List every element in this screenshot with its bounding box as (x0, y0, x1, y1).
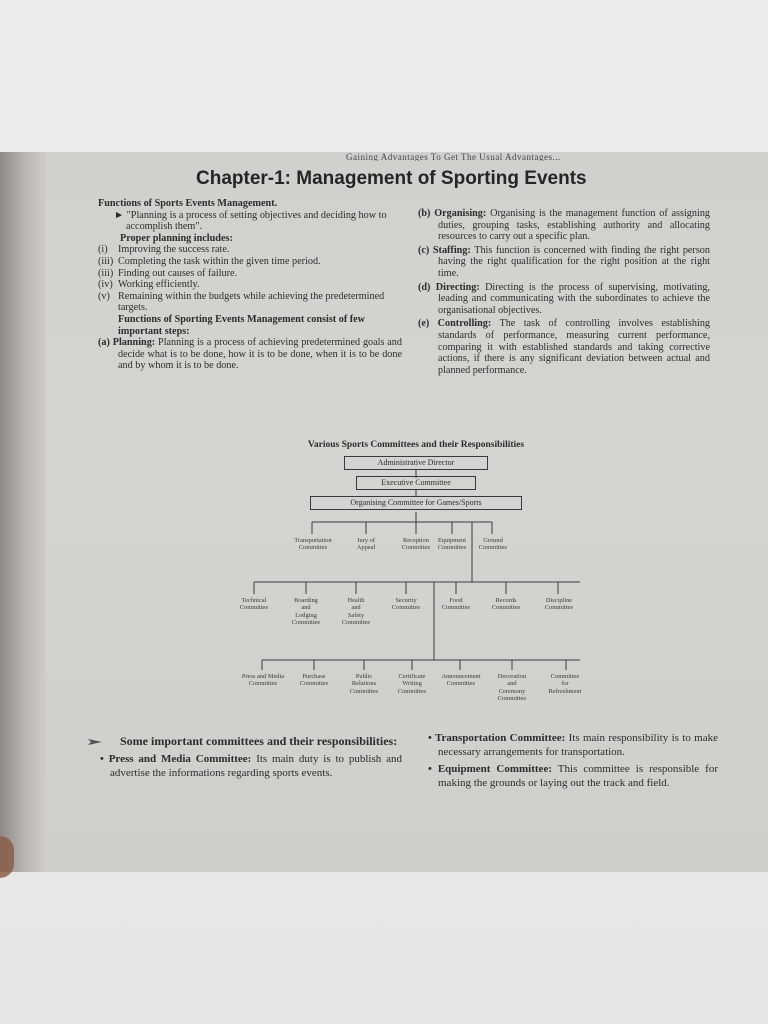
planning-list: (i)Improving the success rate. (iii)Comp… (98, 244, 402, 314)
controlling-paragraph: (e) Controlling: The task of controlling… (418, 318, 711, 376)
ground-committee-node: Ground Committee (478, 537, 508, 552)
press-media-committee-node: Press and Media Committee (241, 673, 285, 688)
technical-committee-node: Technical Committee (239, 597, 269, 612)
certificate-writing-committee-node: Certificate Writing Committee (397, 673, 427, 695)
running-head: Gaining Advantages To Get The Usual Adva… (346, 152, 561, 161)
reception-committee-node: Reception Committee (401, 537, 431, 552)
arrow-icon (88, 739, 102, 745)
bottom-left-section: Some important committees and their resp… (88, 734, 402, 780)
equipment-bullet: • Equipment Committee: This committee is… (428, 763, 719, 789)
functions-steps-heading: Functions of Sporting Events Management … (118, 313, 366, 337)
committees-heading: Some important committees and their resp… (120, 734, 398, 748)
committees-heading-wrap: Some important committees and their resp… (88, 734, 402, 749)
directing-paragraph: (d) Directing: Directing is the process … (418, 281, 710, 316)
records-committee-node: Records Committee (491, 597, 521, 612)
list-item: (i)Improving the success rate. (98, 244, 230, 256)
proper-planning-subheading: Proper planning includes: (120, 232, 233, 244)
org-chart-title: Various Sports Committees and their Resp… (307, 440, 525, 450)
administrative-director-box: Administrative Director (344, 456, 488, 470)
transportation-committee-node: Transportation Committee (294, 537, 332, 552)
list-item: (iii)Finding out causes of failure. (98, 267, 238, 279)
list-item: (iv)Working efficiently. (98, 279, 200, 291)
functions-heading: Functions of Sports Events Management. (98, 198, 278, 209)
list-item: (v)Remaining within the budgets while ac… (98, 290, 385, 314)
organising-committee-box: Organising Committee for Games/Sports (310, 496, 522, 510)
chapter-title: Chapter-1: Management of Sporting Events (196, 168, 587, 189)
announcement-committee-node: Announcement Committee (441, 673, 481, 688)
org-chart-connector-lines (253, 470, 580, 670)
decoration-ceremony-committee-node: Decoration and Ceremony Committee (497, 673, 527, 703)
discipline-committee-node: Discipline Committee (544, 597, 574, 612)
right-column: (b) Organising: Organising is the manage… (418, 208, 710, 376)
health-safety-committee-node: Health and Safety Committee (341, 597, 371, 627)
purchase-committee-node: Purchase Committee (299, 673, 329, 688)
book-page: Gaining Advantages To Get The Usual Adva… (46, 152, 768, 872)
planning-quote: ► "Planning is a process of setting obje… (114, 209, 387, 233)
bottom-right-section: • Transportation Committee: Its main res… (426, 732, 718, 790)
committees-org-chart: Various Sports Committees and their Resp… (216, 434, 616, 714)
organising-paragraph: (b) Organising: Organising is the manage… (418, 208, 711, 243)
jury-of-appeal-node: Jury of Appeal (356, 537, 376, 552)
arrow-icon: ► (114, 209, 127, 221)
boarding-lodging-committee-node: Boarding and Lodging Committee (291, 597, 321, 627)
security-committee-node: Security Committee (391, 597, 421, 612)
planning-paragraph: (a) Planning: Planning is a process of a… (98, 337, 402, 372)
refreshment-committee-node: Committee for Refreshment (548, 673, 582, 695)
food-committee-node: Food Committee (441, 597, 471, 612)
left-column: Functions of Sports Events Management. ►… (98, 198, 402, 372)
executive-committee-box: Executive Committee (356, 476, 476, 490)
equipment-committee-node: Equipment Committee (437, 537, 467, 552)
press-media-bullet: • Press and Media Committee: Its main du… (100, 753, 402, 779)
transportation-bullet: • Transportation Committee: Its main res… (428, 732, 718, 758)
planning-label: (a) Planning: (98, 337, 156, 349)
list-item: (iii)Completing the task within the give… (98, 255, 321, 267)
book-spine-shadow (0, 152, 46, 872)
public-relations-committee-node: Public Relations Committee (349, 673, 379, 695)
finger-shadow (0, 836, 14, 878)
staffing-paragraph: (c) Staffing: This function is concerned… (418, 244, 710, 279)
